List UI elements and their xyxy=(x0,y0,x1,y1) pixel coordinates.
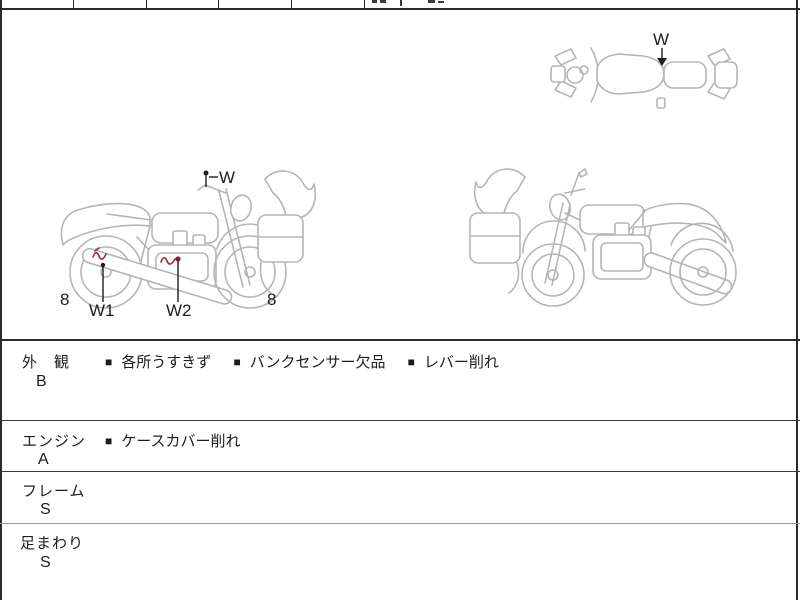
front-wheel-grade: 8 xyxy=(267,290,277,309)
header-bottom-border xyxy=(0,8,800,10)
sheet-right-border xyxy=(0,0,2,600)
header-cell-divider xyxy=(364,0,365,8)
note-text: バンクセンサー欠品 xyxy=(249,354,386,371)
rear-flap xyxy=(707,81,731,100)
clipped-text-fragment xyxy=(400,0,402,6)
motorcycle-left-side-drawing xyxy=(60,170,316,309)
square-bullet-icon: ■ xyxy=(105,434,113,448)
front-wheel xyxy=(213,235,287,309)
header-cell-divider xyxy=(291,0,292,8)
side-stub xyxy=(656,97,666,109)
w1-damage-label: W1 xyxy=(89,301,115,320)
note-text: 各所うすきず xyxy=(121,354,212,371)
notes-engine: ■ ケースカバー削れ xyxy=(105,430,259,451)
rear-flap xyxy=(707,48,731,67)
w1-leader-line xyxy=(100,262,106,302)
note-item: ■ ケースカバー削れ xyxy=(105,433,241,450)
fuel-tank-top xyxy=(596,53,665,95)
seat-and-tail xyxy=(642,202,727,244)
header-cell-divider xyxy=(73,0,74,8)
table-border xyxy=(0,523,800,524)
front-wheel xyxy=(521,243,585,307)
rear-cowl xyxy=(60,202,151,246)
clipped-text-fragment xyxy=(428,0,435,3)
damage-scratch-mark xyxy=(160,256,176,265)
note-text: レバー削れ xyxy=(423,354,499,371)
grade-engine: A xyxy=(38,451,49,468)
note-item: ■ バンクセンサー欠品 xyxy=(233,354,385,371)
front-box xyxy=(469,212,521,294)
square-bullet-icon: ■ xyxy=(105,355,113,369)
damage-scratch-mark xyxy=(92,247,107,260)
table-border xyxy=(0,420,800,421)
table-border xyxy=(0,339,800,341)
top-view-damage-label: W xyxy=(653,30,670,49)
damage-arrow xyxy=(657,48,667,66)
header-cell-divider xyxy=(146,0,147,8)
motorcycle-top-view-drawing xyxy=(550,47,738,109)
tail-top xyxy=(714,61,738,89)
w2-leader-line xyxy=(175,256,181,302)
headlight xyxy=(229,194,253,222)
seat-top xyxy=(663,61,707,89)
mirror-damage-label: W xyxy=(219,168,236,187)
grade-frame: S xyxy=(40,501,51,518)
rear-fender xyxy=(670,222,734,252)
rear-wheel-grade: 8 xyxy=(60,290,70,309)
category-label-engine: エンジン xyxy=(22,433,87,450)
category-label-frame: フレーム xyxy=(22,483,86,500)
motorcycle-right-side-drawing xyxy=(469,168,737,307)
rear-wheel xyxy=(669,238,737,306)
engine xyxy=(592,222,652,280)
clipped-text-fragment xyxy=(372,0,377,3)
windshield xyxy=(264,170,316,221)
table-border xyxy=(0,471,800,472)
category-label-undercarriage: 足まわり xyxy=(20,535,85,552)
front-fender xyxy=(522,220,586,254)
sheet-right-border xyxy=(796,0,798,600)
grade-exterior: B xyxy=(36,373,47,390)
notes-exterior: ■ 各所うすきず ■ バンクセンサー欠品 ■ レバー削れ xyxy=(105,351,517,372)
exhaust-muffler xyxy=(81,247,233,305)
clipped-text-fragment xyxy=(380,0,386,3)
w2-damage-label: W2 xyxy=(166,301,192,320)
mirror-damage-marker xyxy=(203,170,218,187)
note-item: ■ 各所うすきず xyxy=(105,354,211,371)
windshield xyxy=(474,168,526,219)
handlebar-cluster xyxy=(550,48,589,98)
square-bullet-icon: ■ xyxy=(233,355,241,369)
clipped-text-fragment xyxy=(438,1,444,3)
square-bullet-icon: ■ xyxy=(407,355,415,369)
category-label-exterior: 外 観 xyxy=(22,354,71,371)
grade-undercarriage: S xyxy=(40,554,51,571)
note-item: ■ レバー削れ xyxy=(408,354,499,371)
front-box xyxy=(257,214,304,294)
note-text: ケースカバー削れ xyxy=(121,433,241,450)
header-cell-divider xyxy=(218,0,219,8)
